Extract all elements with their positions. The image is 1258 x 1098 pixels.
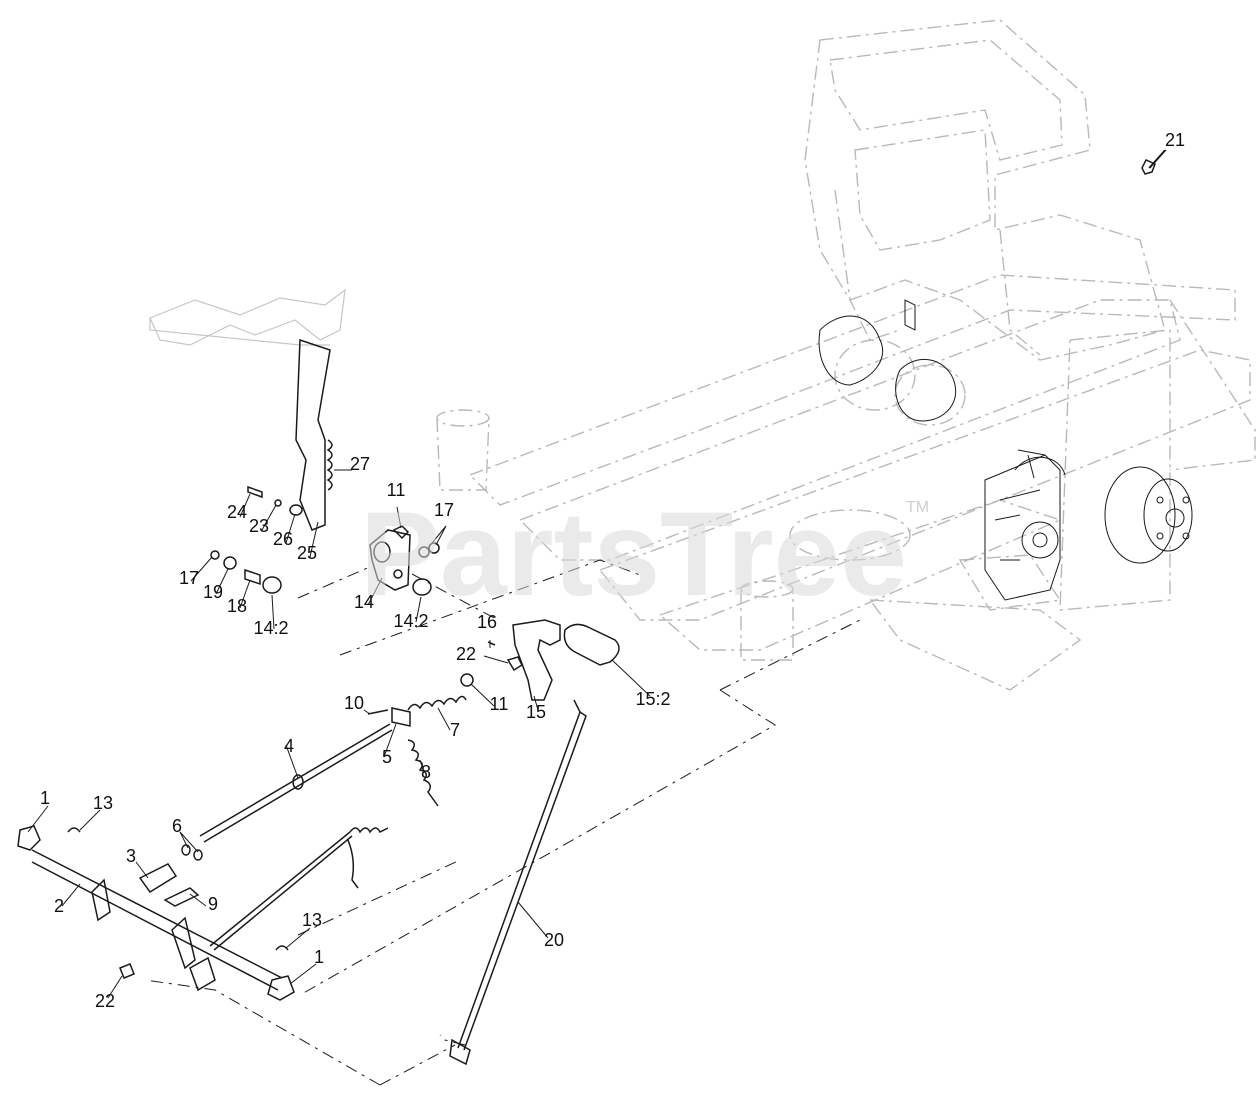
callout-c15_2: 15:2 xyxy=(635,689,670,709)
callout-c25: 25 xyxy=(297,543,317,563)
callout-c21: 21 xyxy=(1165,130,1185,150)
callout-c16: 16 xyxy=(477,612,497,632)
callout-c15: 15 xyxy=(526,702,546,722)
callout-c1b: 1 xyxy=(314,947,324,967)
callout-c11a: 11 xyxy=(387,480,406,500)
callout-c14_2b: 14:2 xyxy=(393,611,428,631)
callout-c3: 3 xyxy=(126,846,136,866)
brake-linkage-parts xyxy=(17,149,1166,1066)
callout-c23: 23 xyxy=(249,516,269,536)
partstree-watermark: PartsTree xyxy=(360,487,907,621)
callout-c26: 26 xyxy=(273,529,293,549)
callout-c8: 8 xyxy=(421,762,431,782)
callout-c14: 14 xyxy=(354,592,374,612)
callout-c18: 18 xyxy=(227,596,247,616)
assembly-centerlines xyxy=(144,559,861,1086)
callout-c10: 10 xyxy=(344,693,364,713)
callout-c11b: 11 xyxy=(490,694,509,714)
callout-c17b: 17 xyxy=(179,568,199,588)
callout-c19: 19 xyxy=(203,582,223,602)
callout-c7: 7 xyxy=(450,720,460,740)
callout-c13a: 13 xyxy=(93,793,113,813)
callout-c1a: 1 xyxy=(40,788,50,808)
callout-c22b: 22 xyxy=(95,991,115,1011)
callout-c5: 5 xyxy=(382,747,392,767)
callout-c2: 2 xyxy=(54,896,64,916)
watermark-trademark: TM xyxy=(906,499,929,516)
callout-c6: 6 xyxy=(172,816,182,836)
mower-frame-phantom xyxy=(149,19,1256,691)
callout-c20: 20 xyxy=(544,930,564,950)
callout-c27: 27 xyxy=(350,454,370,474)
callout-c17a: 17 xyxy=(434,500,454,520)
callout-c9: 9 xyxy=(208,894,218,914)
callout-c24: 24 xyxy=(227,502,247,522)
callout-leaders xyxy=(27,149,1167,999)
callout-c4: 4 xyxy=(284,736,294,756)
callout-c13b: 13 xyxy=(302,910,322,930)
callout-c22a: 22 xyxy=(456,644,476,664)
callout-c14_2a: 14:2 xyxy=(253,618,288,638)
